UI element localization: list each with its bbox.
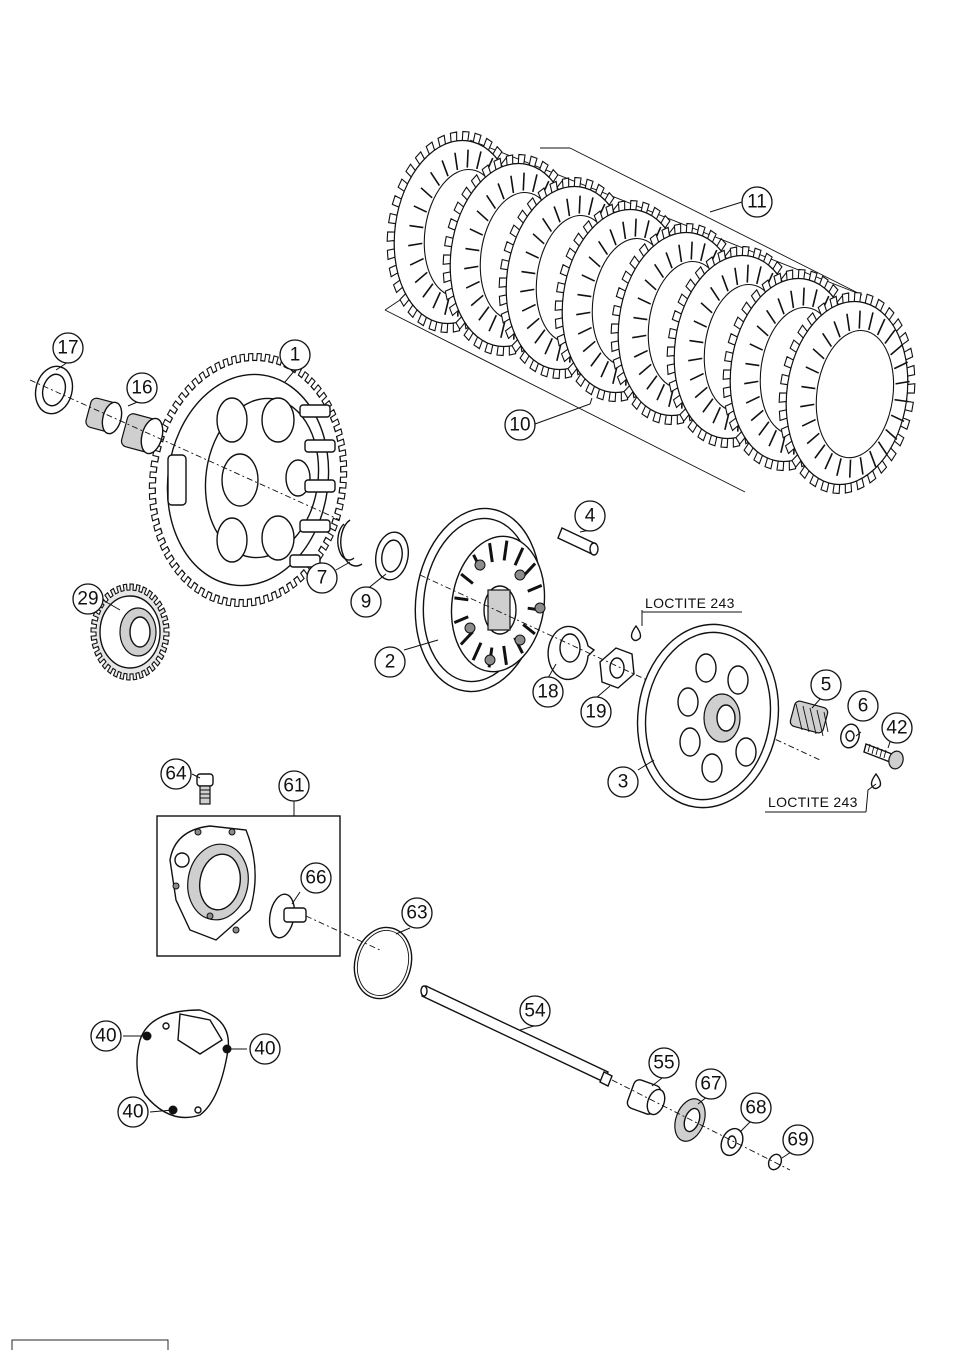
lock-washer-18 — [547, 625, 596, 681]
washer-68 — [720, 1127, 744, 1157]
callout-63-label: 63 — [406, 903, 427, 924]
callout-66-label: 66 — [305, 868, 326, 889]
callout-7: 7 — [306, 562, 338, 594]
pin-4 — [557, 527, 599, 556]
circlip-7 — [337, 519, 363, 567]
hex-nut-19 — [599, 647, 635, 689]
gear-29 — [90, 583, 170, 681]
callout-67: 67 — [695, 1068, 727, 1100]
callout-40b: 40 — [249, 1033, 281, 1065]
pusher-55 — [626, 1079, 666, 1116]
callout-17-label: 17 — [57, 338, 78, 359]
callout-61-label: 61 — [283, 776, 304, 797]
callout-17: 17 — [52, 332, 84, 364]
inner-clutch-hub — [414, 507, 546, 693]
callout-10-label: 10 — [509, 415, 530, 436]
callout-29: 29 — [72, 583, 104, 615]
loctite-drop-bottom — [870, 772, 882, 790]
callout-68: 68 — [740, 1092, 772, 1124]
push-rod-54 — [420, 985, 613, 1087]
callout-9: 9 — [350, 586, 382, 618]
footer-code-box: __ ___ __ _ — [11, 1339, 169, 1350]
bleed-screw-64 — [196, 773, 214, 805]
callout-64-label: 64 — [165, 764, 187, 785]
callout-42-label: 42 — [886, 718, 907, 739]
loctite-note-bottom: LOCTITE 243 — [765, 794, 866, 813]
callout-4: 4 — [574, 500, 606, 532]
bolt-42 — [863, 743, 904, 770]
leader-lines — [55, 201, 891, 1159]
clutch-disc-stack — [384, 130, 916, 495]
callout-7-label: 7 — [317, 568, 328, 589]
callout-64: 64 — [160, 758, 192, 790]
callout-9-label: 9 — [361, 592, 372, 613]
callout-1-label: 1 — [290, 345, 301, 366]
callout-54: 54 — [519, 995, 551, 1027]
callout-3-label: 3 — [618, 772, 629, 793]
callout-69: 69 — [782, 1124, 814, 1156]
washer-9 — [375, 531, 409, 581]
callout-5-label: 5 — [821, 675, 832, 696]
callout-2-label: 2 — [385, 652, 396, 673]
callout-55: 55 — [648, 1047, 680, 1079]
clutch-disc — [778, 291, 916, 495]
washer-17 — [34, 365, 74, 415]
callout-55-label: 55 — [653, 1053, 674, 1074]
callout-4-label: 4 — [585, 506, 596, 527]
footer-code-text: __ ___ __ _ — [15, 1340, 102, 1350]
callout-11-label: 11 — [747, 192, 767, 213]
needle-bearing-16a — [85, 397, 123, 435]
callout-6-label: 6 — [858, 696, 869, 717]
slave-cylinder-frame — [156, 815, 341, 957]
callout-40b-label: 40 — [254, 1039, 275, 1060]
piston-66 — [268, 893, 307, 939]
callout-61: 61 — [278, 770, 310, 802]
callout-69-label: 69 — [787, 1130, 808, 1151]
callout-10: 10 — [504, 409, 536, 441]
callout-42: 42 — [881, 712, 913, 744]
callout-16: 16 — [126, 372, 158, 404]
callout-40c-label: 40 — [122, 1102, 143, 1123]
callout-19-label: 19 — [585, 702, 606, 723]
loctite-note-top-text: LOCTITE 243 — [645, 595, 735, 611]
callout-67-label: 67 — [700, 1074, 721, 1095]
callout-6: 6 — [847, 690, 879, 722]
disc-group — [386, 130, 916, 495]
pressure-plate — [636, 623, 780, 809]
callout-54-label: 54 — [524, 1001, 546, 1022]
callout-2: 2 — [374, 646, 406, 678]
callout-3: 3 — [607, 766, 639, 798]
callout-18: 18 — [532, 676, 564, 708]
callout-63: 63 — [401, 897, 433, 929]
spring-5 — [789, 700, 829, 737]
callout-66: 66 — [300, 862, 332, 894]
callout-1: 1 — [279, 339, 311, 371]
callout-29-label: 29 — [77, 589, 98, 610]
clutch-basket — [148, 352, 348, 608]
loctite-note-top: LOCTITE 243 — [642, 595, 742, 613]
callout-40a-label: 40 — [95, 1026, 116, 1047]
thrust-bearing-67 — [674, 1098, 706, 1142]
loctite-drop-top — [630, 624, 642, 642]
slave-cylinder-group — [156, 815, 341, 957]
callout-40c: 40 — [117, 1096, 149, 1128]
needle-bearing-16b — [120, 413, 164, 455]
callout-5: 5 — [810, 669, 842, 701]
callout-11: 11 — [741, 186, 773, 218]
callout-68-label: 68 — [745, 1098, 766, 1119]
callout-40a: 40 — [90, 1020, 122, 1052]
circlip-69 — [767, 1153, 783, 1171]
gasket — [136, 1009, 232, 1119]
callout-18-label: 18 — [537, 682, 558, 703]
loctite-note-bottom-text: LOCTITE 243 — [768, 794, 858, 810]
o-ring-63 — [353, 926, 413, 1000]
washer-6 — [840, 723, 860, 749]
callout-16-label: 16 — [131, 378, 152, 399]
callout-19: 19 — [580, 696, 612, 728]
